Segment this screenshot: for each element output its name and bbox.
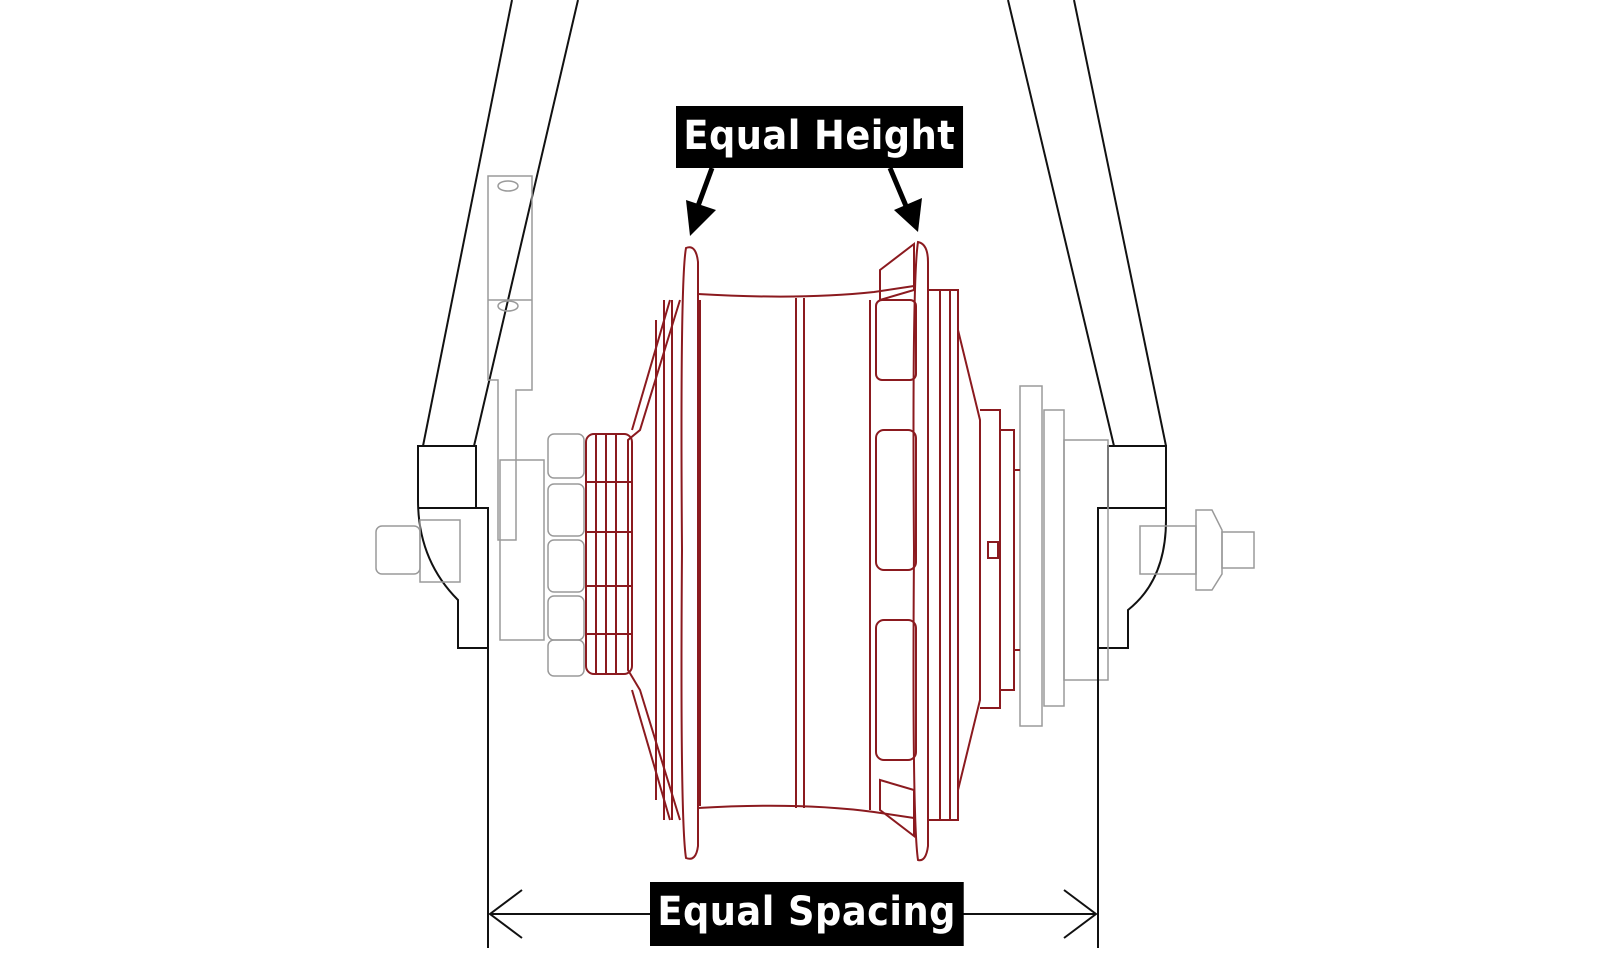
hub-body	[585, 240, 1020, 862]
rotor-bolts	[547, 433, 585, 677]
equal-spacing-label: Equal Spacing	[650, 882, 964, 946]
cog-and-axle-right	[1019, 385, 1255, 727]
equal-spacing-dimension	[487, 648, 1099, 948]
disc-adapter	[487, 175, 533, 541]
equal-height-arrows	[686, 167, 922, 236]
frame-left	[417, 0, 579, 649]
axle-nut-left	[375, 459, 545, 641]
frame-right	[1007, 0, 1167, 649]
equal-height-label: Equal Height	[676, 106, 963, 168]
